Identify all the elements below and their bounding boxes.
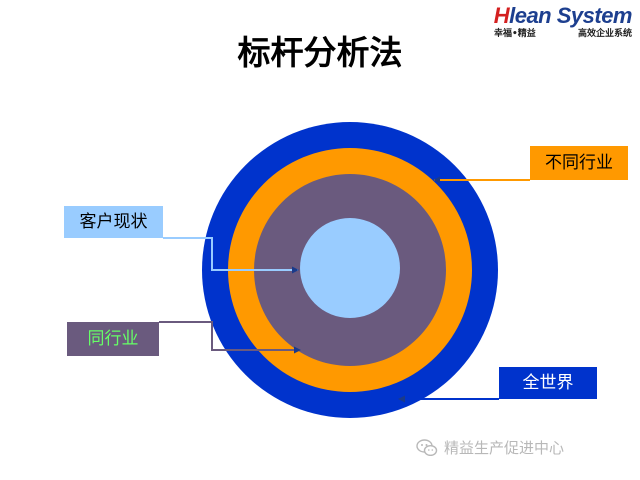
label-customer-status: 客户现状 <box>64 206 163 238</box>
brand-logo: Hlean System 幸福•精益 高效企业系统 <box>482 3 633 40</box>
connector-customer-status <box>163 237 299 274</box>
tagline-left: 幸福•精益 <box>494 29 536 39</box>
label-different-industry: 不同行业 <box>530 146 628 180</box>
label-same-industry: 同行业 <box>67 322 159 356</box>
label-whole-world: 全世界 <box>499 367 597 399</box>
tagline-right: 高效企业系统 <box>577 29 632 39</box>
slide-title: 标杆分析法 <box>237 33 403 72</box>
brand-tagline: 幸福•精益 高效企业系统 <box>482 28 632 40</box>
brand-name: Hlean System <box>493 3 633 28</box>
watermark: 精益生产促进中心 <box>416 437 564 458</box>
circle-customer-status <box>300 218 400 318</box>
wechat-icon <box>416 438 438 456</box>
watermark-text: 精益生产促进中心 <box>444 439 565 457</box>
connector-same-industry <box>159 321 301 354</box>
